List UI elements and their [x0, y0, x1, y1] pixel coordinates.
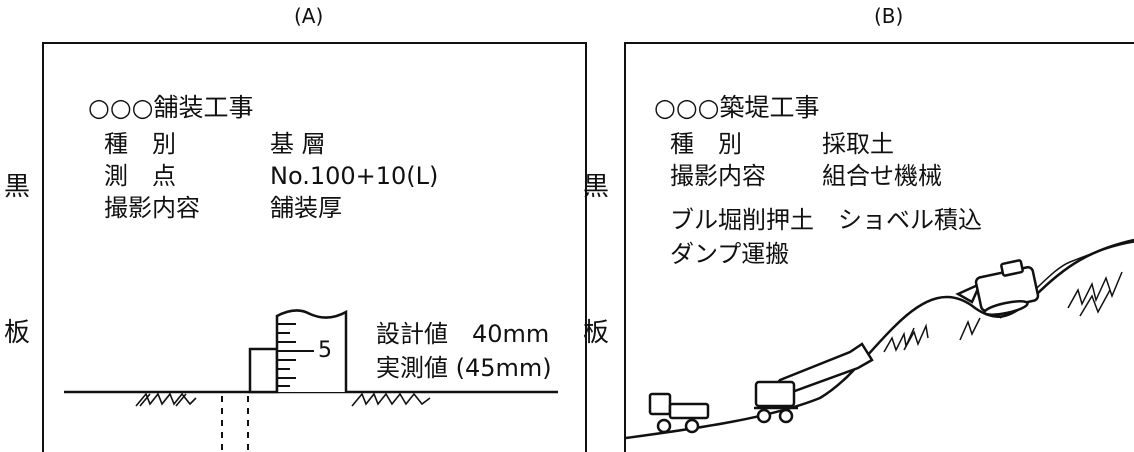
bulldozer-icon [955, 259, 1040, 316]
panel-b-row-1-key: 種 別 [670, 130, 742, 158]
panel-a-row-3-value: 舗装厚 [270, 194, 342, 222]
panel-a-row-1-value: 基 層 [270, 130, 326, 158]
ground-hatch-right [351, 392, 431, 407]
slope-hatch [883, 271, 1123, 353]
dump-truck-icon [648, 392, 710, 434]
panel-a-board [42, 42, 587, 452]
panel-a-design-value: 設計値 40mm [376, 320, 550, 348]
panel-b-label: (B) [874, 4, 904, 28]
panel-a-row-2-key: 測 点 [104, 162, 176, 190]
panel-b-description-line-2: ダンプ運搬 [670, 240, 790, 268]
panel-b-side-char-1: 黒 [583, 172, 610, 202]
panel-a-side-char-1: 黒 [4, 172, 31, 202]
panel-b-row-2-value: 組合せ機械 [822, 162, 942, 190]
panel-a-side-char-2: 板 [4, 318, 31, 348]
gauge-ticks [277, 323, 314, 387]
panel-a-row-1-key: 種 別 [104, 130, 176, 158]
panel-b-row-1-value: 採取土 [822, 130, 894, 158]
panel-b-side-char-2: 板 [583, 318, 610, 348]
panel-a-measured-value: 実測値 (45mm) [376, 354, 552, 382]
ground-hatch-left [135, 392, 197, 407]
panel-b-project-title: ○○○築堤工事 [654, 93, 820, 122]
panel-a-label: (A) [294, 4, 324, 28]
panel-b-board [624, 42, 1134, 452]
panel-b-row-2-key: 撮影内容 [670, 162, 766, 190]
panel-a-row-3-key: 撮影内容 [104, 194, 200, 222]
panel-b-description-line-1: ブル堀削押土 ショベル積込 [670, 206, 982, 234]
pavement-block [248, 347, 279, 394]
panel-a-row-2-value: No.100+10(L) [270, 162, 439, 190]
gauge-mark-label: 5 [318, 338, 332, 363]
excavator-icon [754, 342, 874, 424]
panel-a-project-title: ○○○舗装工事 [88, 93, 254, 122]
